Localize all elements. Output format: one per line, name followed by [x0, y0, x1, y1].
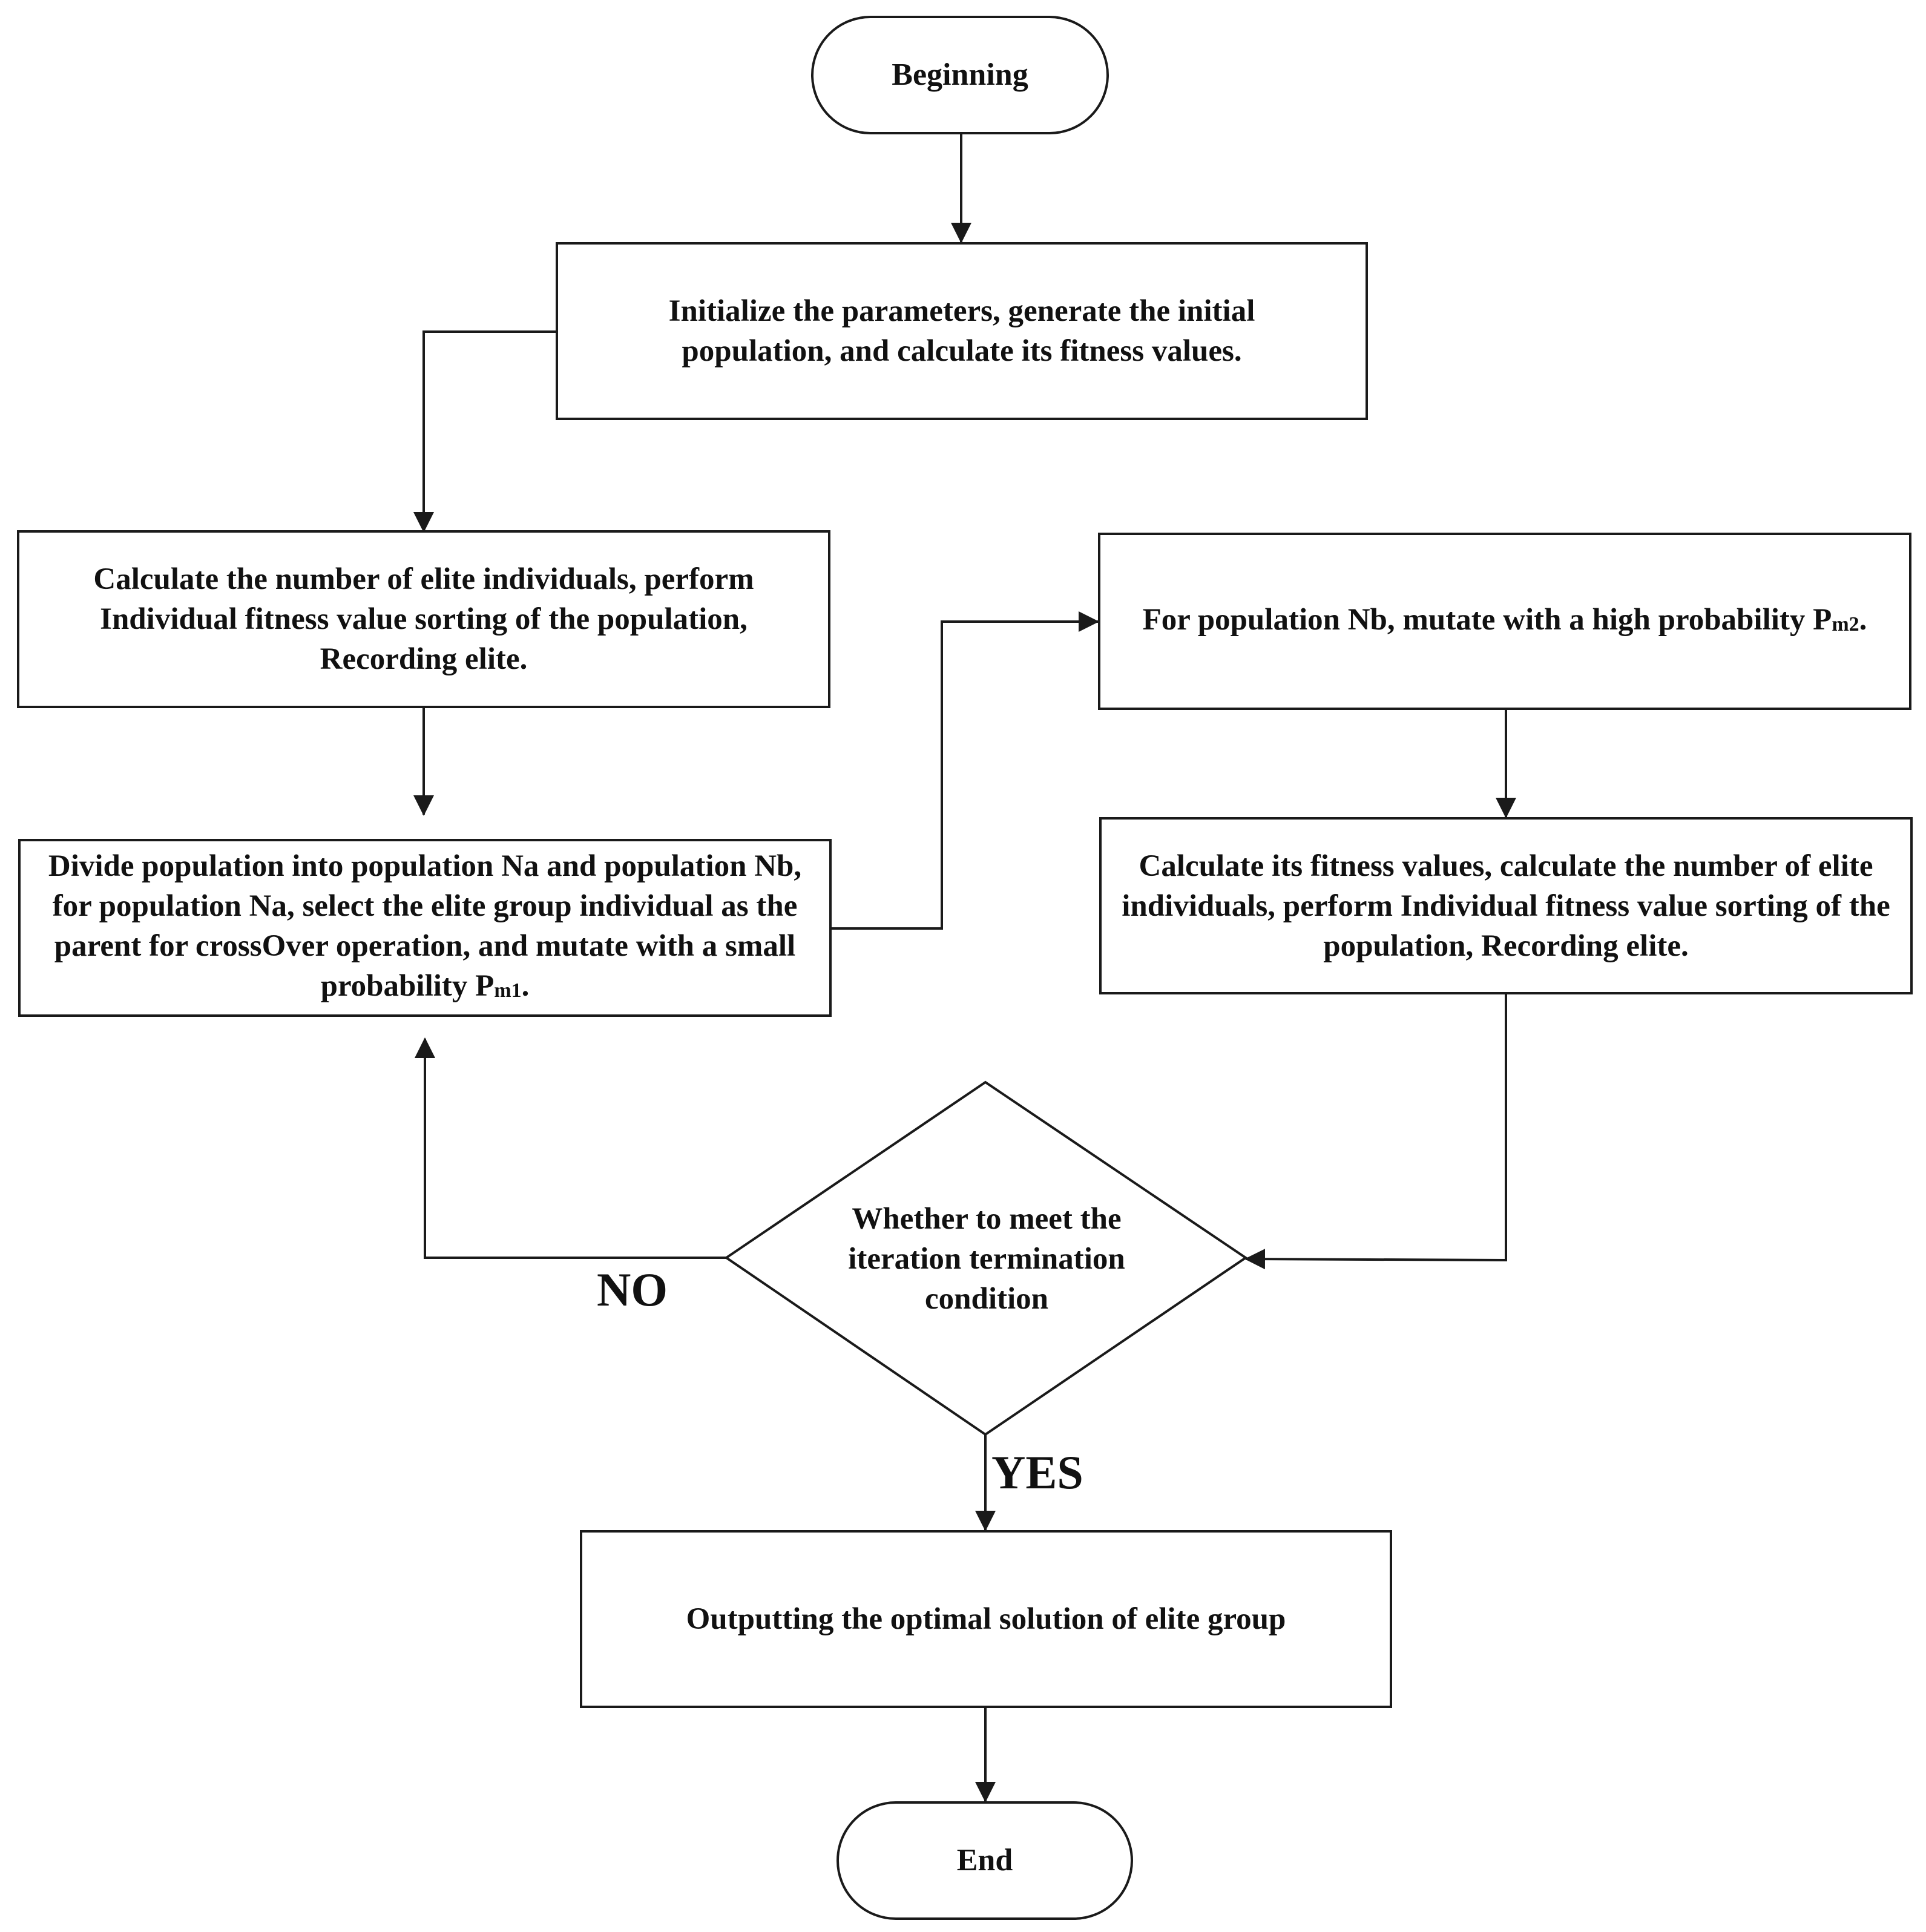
start-node: Beginning	[811, 16, 1109, 134]
elite-process-box: Calculate the number of elite individual…	[17, 530, 830, 708]
edge-decision-no-to-divide	[415, 1037, 726, 1259]
no-edge-label: NO	[597, 1263, 668, 1316]
edge-init-to-elite	[413, 330, 556, 533]
calc-nb-label: Calculate its fitness values, calculate …	[1122, 849, 1890, 963]
divide-label-sub: m1	[494, 979, 522, 1002]
start-label: Beginning	[892, 58, 1028, 92]
decision-diamond-shape	[724, 1080, 1248, 1436]
mutate-nb-label-p: P	[1813, 602, 1832, 637]
mutate-nb-process-box: For population Nb, mutate with a high pr…	[1098, 533, 1911, 710]
elite-label: Calculate the number of elite individual…	[93, 562, 754, 676]
divide-process-box: Divide population into population Na and…	[18, 839, 832, 1017]
init-process-box: Initialize the parameters, generate the …	[556, 242, 1368, 420]
decision-label: Whether to meet the iteration terminatio…	[848, 1202, 1125, 1316]
divide-label: Divide population into population Na and…	[21, 846, 829, 1010]
decision-node: Whether to meet the iteration terminatio…	[805, 1186, 1168, 1332]
output-label: Outputting the optimal solution of elite…	[686, 1602, 1286, 1636]
mutate-nb-label-tail: .	[1859, 602, 1867, 637]
edge-calc-nb-to-decision	[1244, 994, 1507, 1270]
end-label: End	[956, 1843, 1013, 1878]
mutate-nb-label: For population Nb, mutate with a high pr…	[1133, 600, 1877, 643]
divide-label-p: P	[475, 969, 495, 1003]
calc-nb-process-box: Calculate its fitness values, calculate …	[1099, 817, 1913, 994]
output-process-box: Outputting the optimal solution of elite…	[580, 1530, 1392, 1708]
divide-label-main: Divide population into population Na and…	[48, 849, 802, 1003]
init-label: Initialize the parameters, generate the …	[668, 294, 1255, 368]
edge-divide-to-mutate-nb	[830, 611, 1099, 930]
mutate-nb-label-main: For population Nb, mutate with a high pr…	[1142, 602, 1813, 637]
mutate-nb-label-sub: m2	[1832, 613, 1859, 636]
yes-edge-label: YES	[991, 1446, 1083, 1499]
end-node: End	[836, 1801, 1133, 1920]
divide-label-tail: .	[521, 969, 530, 1003]
